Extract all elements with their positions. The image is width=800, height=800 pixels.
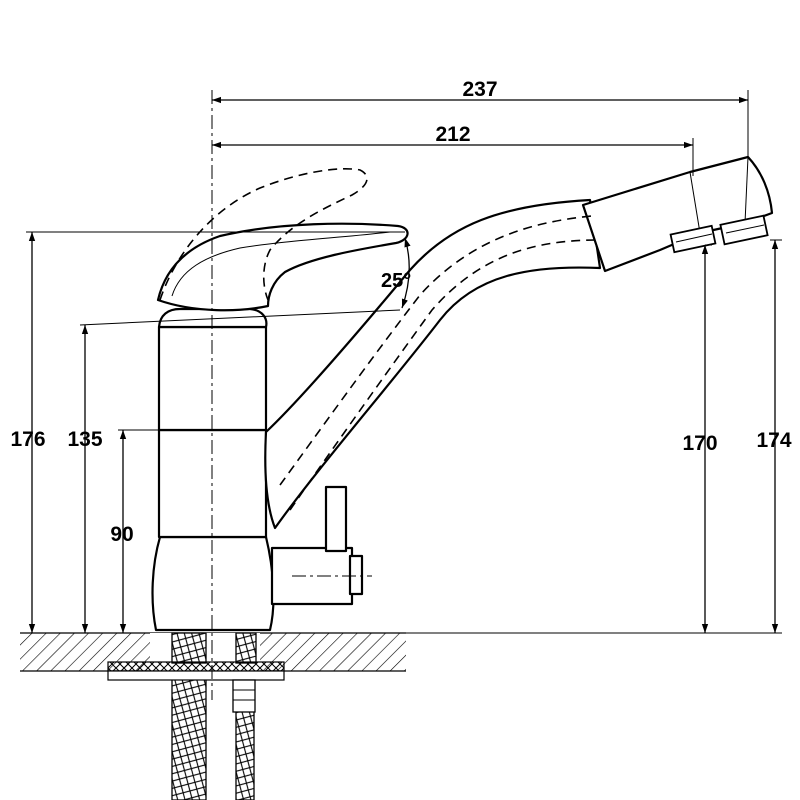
lever-raised-position [159, 168, 368, 301]
dimension-label-212: 212 [435, 123, 470, 146]
mounting-washer [107, 661, 285, 681]
supply-hoses [171, 632, 257, 800]
spout-hidden-line [279, 215, 593, 486]
dimension-label-237: 237 [462, 78, 497, 101]
dimension-label-170: 170 [682, 432, 717, 455]
mixer-lever [156, 222, 409, 312]
extension-lines [26, 90, 782, 634]
dimension-label-135: 135 [67, 428, 102, 451]
filter-valve [270, 485, 372, 606]
angle-label-25: 25° [381, 270, 411, 292]
spout-hidden-line-2 [289, 239, 599, 511]
faucet-body [151, 307, 275, 632]
swivel-spout [264, 155, 774, 530]
dimension-label-174: 174 [756, 429, 791, 452]
dimension-label-90: 90 [110, 523, 133, 546]
angle-arc-25 [401, 237, 411, 309]
dimension-label-176: 176 [10, 428, 45, 451]
